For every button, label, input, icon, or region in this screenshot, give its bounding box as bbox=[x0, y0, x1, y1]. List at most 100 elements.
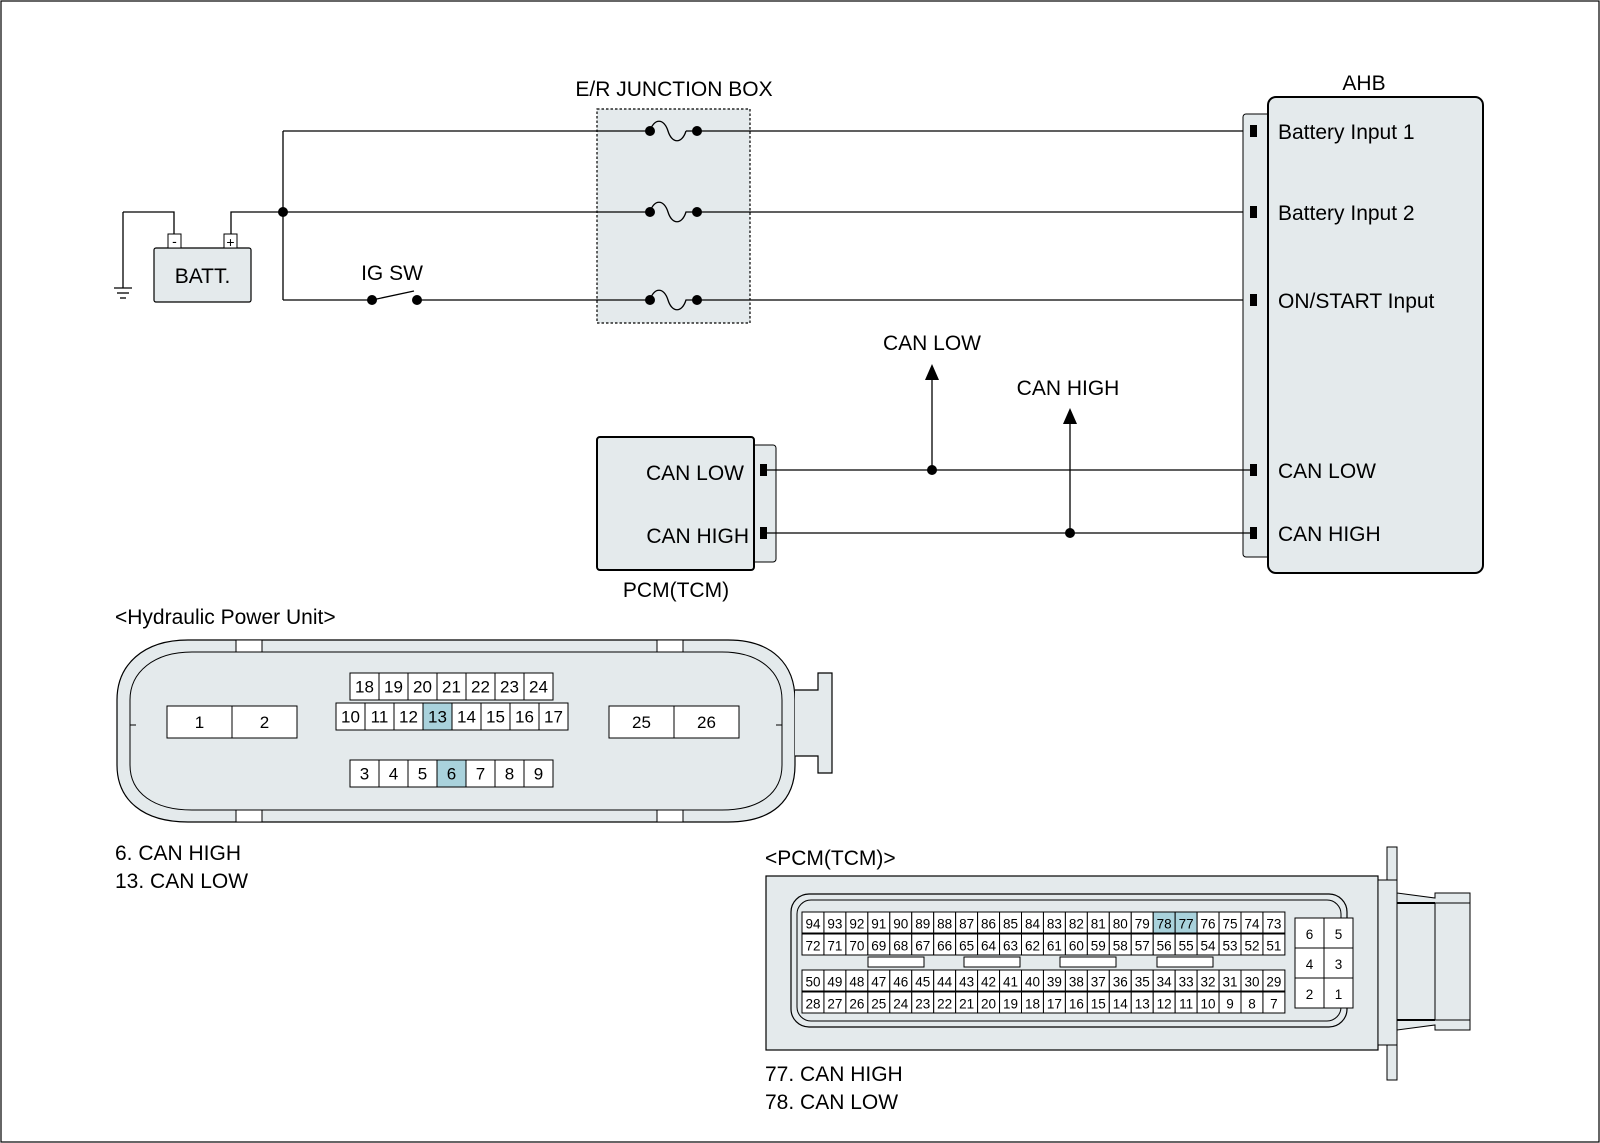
pin-terminal bbox=[760, 527, 767, 539]
pcm-side-pin: 4 bbox=[1294, 947, 1325, 979]
can-low-arrow-label: CAN LOW bbox=[883, 332, 981, 355]
pin-number: 26 bbox=[849, 997, 864, 1012]
pcm-pin: 77 bbox=[1174, 911, 1198, 934]
pin-number: 10 bbox=[1201, 997, 1216, 1012]
pcm-pin: 18 bbox=[1021, 991, 1044, 1014]
pin-number: 85 bbox=[1003, 917, 1018, 932]
pcm-pin: 44 bbox=[933, 969, 957, 992]
ahb-pin-can-high: CAN HIGH bbox=[1278, 523, 1381, 546]
pcm-pin: 34 bbox=[1152, 969, 1176, 992]
pcm-pin: 88 bbox=[933, 911, 957, 934]
pcm-pin: 43 bbox=[955, 969, 979, 992]
pin-number: 4 bbox=[389, 765, 398, 784]
pcm-pin: 8 bbox=[1240, 991, 1264, 1014]
hpu-pin: 17 bbox=[538, 702, 569, 731]
pin-number: 84 bbox=[1025, 917, 1041, 932]
pcm-pin: 91 bbox=[867, 911, 891, 934]
pin-number: 69 bbox=[871, 939, 886, 954]
hpu-pin: 15 bbox=[480, 702, 511, 731]
pin-number: 46 bbox=[893, 975, 908, 990]
connector-key-slot bbox=[1156, 956, 1214, 968]
pcm-pin: 74 bbox=[1240, 911, 1264, 934]
pin-number: 24 bbox=[893, 997, 909, 1012]
pcm-pin: 23 bbox=[911, 991, 935, 1014]
pcm-pin: 78 bbox=[1152, 911, 1176, 934]
ahb-pin-can-low: CAN LOW bbox=[1278, 460, 1376, 483]
pin-number: 45 bbox=[915, 975, 930, 990]
pcm-pin: 26 bbox=[845, 991, 869, 1014]
pin-number: 37 bbox=[1091, 975, 1106, 990]
pin-number: 14 bbox=[457, 708, 476, 727]
pin-number: 71 bbox=[827, 939, 842, 954]
pcm-pin: 42 bbox=[977, 969, 1001, 992]
pcm-pin: 49 bbox=[823, 969, 847, 992]
pcm-pin: 31 bbox=[1218, 969, 1242, 992]
pcm-pin: 93 bbox=[823, 911, 847, 934]
pin-number: 47 bbox=[871, 975, 886, 990]
pin-number: 70 bbox=[849, 939, 864, 954]
pin-number: 7 bbox=[1270, 997, 1278, 1012]
pcm-pin: 80 bbox=[1108, 911, 1132, 934]
pin-number: 20 bbox=[981, 997, 996, 1012]
pin-number: 87 bbox=[959, 917, 974, 932]
ahb-label: AHB bbox=[1342, 72, 1385, 95]
ahb-connector-strip bbox=[1242, 113, 1272, 558]
pcm-pin: 69 bbox=[867, 933, 891, 956]
pin-number: 19 bbox=[384, 678, 403, 697]
pin-number: 64 bbox=[981, 939, 997, 954]
pcm-pin: 16 bbox=[1064, 991, 1088, 1014]
hpu-note-can-high: 6. CAN HIGH bbox=[115, 842, 241, 865]
pin-number: 15 bbox=[1091, 997, 1106, 1012]
pcm-pin: 9 bbox=[1218, 991, 1242, 1014]
pin-number: 16 bbox=[1069, 997, 1084, 1012]
pin-number: 76 bbox=[1201, 917, 1216, 932]
pin-number: 66 bbox=[937, 939, 952, 954]
pin-number: 68 bbox=[893, 939, 908, 954]
pin-terminal bbox=[1250, 464, 1257, 476]
pcm-pin: 38 bbox=[1064, 969, 1088, 992]
pcm-pin: 70 bbox=[845, 933, 869, 956]
pcm-pin: 7 bbox=[1262, 991, 1286, 1014]
pin-number: 24 bbox=[529, 678, 548, 697]
pcm-pin: 86 bbox=[977, 911, 1001, 934]
pcm-pin: 84 bbox=[1021, 911, 1044, 934]
hpu-pin: 20 bbox=[407, 672, 438, 701]
pin-terminal bbox=[1250, 125, 1257, 137]
ground-symbol bbox=[114, 212, 132, 299]
pcm-pin-can-low: CAN LOW bbox=[646, 462, 744, 485]
hpu-pin: 6 bbox=[436, 759, 467, 788]
pin-number: 74 bbox=[1244, 917, 1260, 932]
hpu-pin: 14 bbox=[451, 702, 482, 731]
pcm-pin: 21 bbox=[955, 991, 979, 1014]
hpu-pin: 25 bbox=[608, 705, 675, 739]
pin-number: 41 bbox=[1003, 975, 1018, 990]
pin-number: 11 bbox=[1179, 997, 1193, 1012]
fuse-terminal bbox=[645, 295, 655, 305]
pin-number: 19 bbox=[1003, 997, 1018, 1012]
pcm-pin: 66 bbox=[933, 933, 957, 956]
pcm-pin: 30 bbox=[1240, 969, 1264, 992]
pcm-pin: 71 bbox=[823, 933, 847, 956]
pcm-pin: 59 bbox=[1086, 933, 1110, 956]
fuse-terminal bbox=[645, 126, 655, 136]
pin-number: 3 bbox=[360, 765, 369, 784]
pin-number: 14 bbox=[1113, 997, 1129, 1012]
pin-number: 12 bbox=[399, 708, 418, 727]
pin-number: 54 bbox=[1201, 939, 1217, 954]
hpu-pin: 10 bbox=[335, 702, 366, 731]
pcm-pin: 11 bbox=[1174, 991, 1198, 1014]
pin-number: 93 bbox=[827, 917, 842, 932]
pin-number: 22 bbox=[937, 997, 952, 1012]
hpu-pin: 19 bbox=[378, 672, 409, 701]
pcm-pin: 37 bbox=[1086, 969, 1110, 992]
pin-number: 90 bbox=[893, 917, 908, 932]
pin-number: 25 bbox=[632, 713, 651, 732]
pin-number: 34 bbox=[1157, 975, 1173, 990]
pin-number: 63 bbox=[1003, 939, 1018, 954]
pin-number: 11 bbox=[371, 708, 389, 727]
pin-number: 88 bbox=[937, 917, 952, 932]
pin-number: 55 bbox=[1179, 939, 1194, 954]
pin-number: 33 bbox=[1179, 975, 1194, 990]
